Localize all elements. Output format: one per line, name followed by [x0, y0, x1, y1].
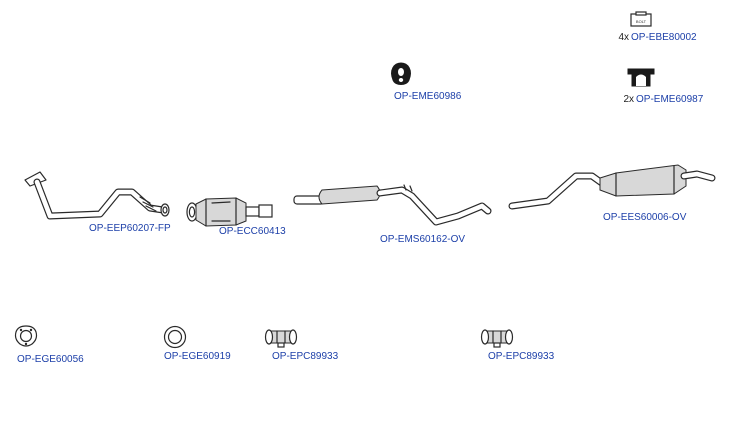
- rear-silencer-icon[interactable]: [508, 164, 716, 210]
- rubber-hanger-icon[interactable]: [391, 62, 411, 85]
- hanger-rear-qty: 2x: [623, 94, 634, 105]
- bolt-package-text: BOLT: [636, 19, 647, 24]
- part-label-hanger-front[interactable]: OP-EME60986: [394, 91, 462, 102]
- pipe-clamp-icon[interactable]: [480, 329, 514, 348]
- part-label-gasket-triangle[interactable]: OP-EGE60056: [17, 354, 84, 365]
- part-label-middle-silencer[interactable]: OP-EMS60162-OV: [380, 234, 465, 245]
- part-label-clamp-2[interactable]: OP-EPC89933: [488, 351, 555, 362]
- part-label-front-pipe[interactable]: OP-EEP60207-FP: [89, 223, 171, 234]
- part-label-clamp-1[interactable]: OP-EPC89933: [272, 351, 339, 362]
- catalytic-converter-icon[interactable]: [186, 197, 273, 227]
- bolt-package-icon[interactable]: BOLT: [630, 11, 652, 27]
- bolt-qty: 4x: [618, 32, 629, 43]
- hanger-bracket-icon[interactable]: [627, 68, 655, 87]
- ring-gasket-icon[interactable]: [163, 325, 187, 349]
- front-pipe-icon[interactable]: [24, 171, 170, 220]
- triangular-gasket-icon[interactable]: [14, 325, 38, 347]
- middle-silencer-icon[interactable]: [293, 184, 492, 226]
- part-label-rear-silencer[interactable]: OP-EES60006-OV: [603, 212, 687, 223]
- pipe-clamp-icon[interactable]: [264, 329, 298, 348]
- part-label-gasket-ring[interactable]: OP-EGE60919: [164, 351, 231, 362]
- part-label-hanger-rear[interactable]: OP-EME60987: [636, 94, 704, 105]
- part-label-bolt[interactable]: OP-EBE80002: [631, 32, 697, 43]
- part-label-catalyst[interactable]: OP-ECC60413: [219, 226, 286, 237]
